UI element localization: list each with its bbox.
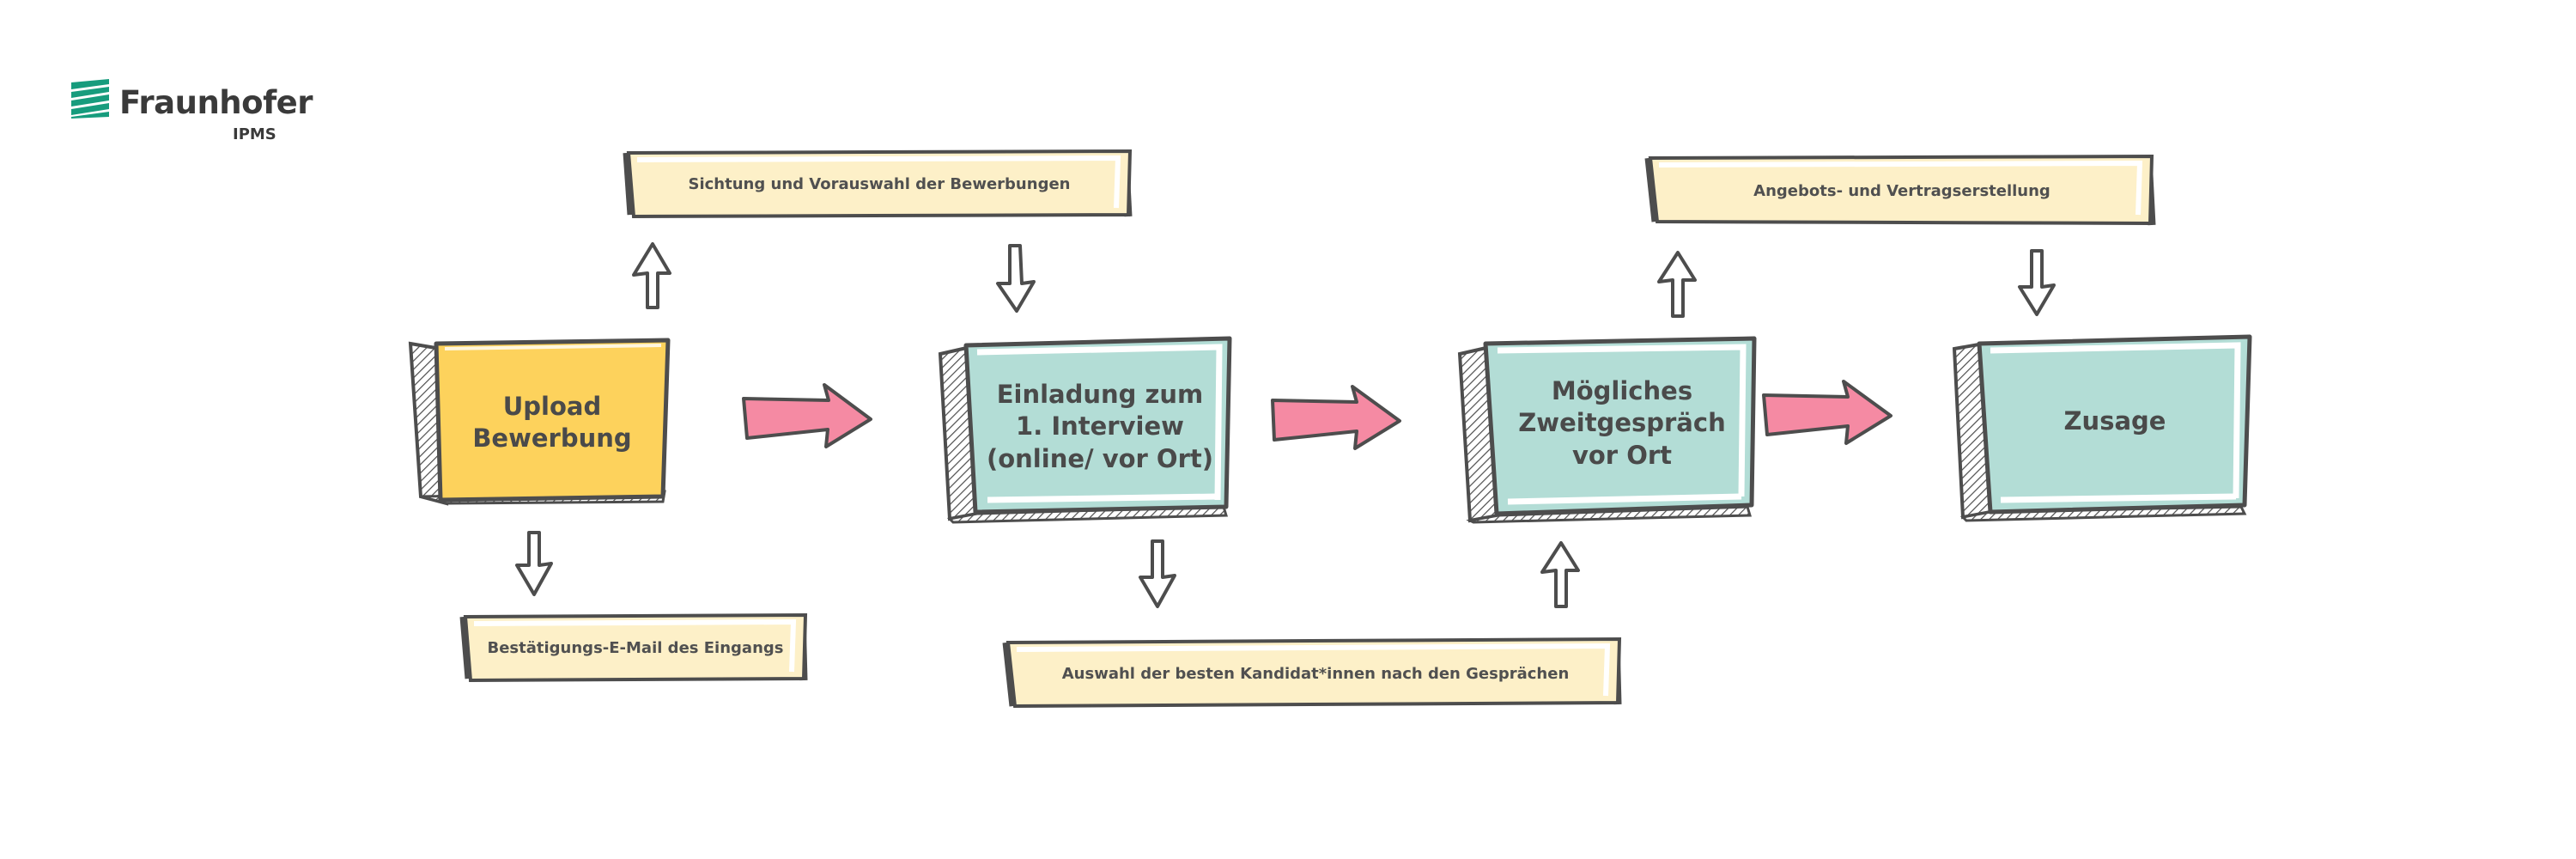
step-upload-line2: Bewerbung <box>472 423 632 453</box>
flow-arrow-1 <box>742 383 872 448</box>
fraunhofer-logo-icon <box>71 79 109 119</box>
arrow-down-zusage <box>2018 249 2056 316</box>
step-einladung-label: Einladung zum 1. Interview (online/ vor … <box>977 347 1223 507</box>
arrow-up-angebot <box>1657 251 1697 318</box>
step-einladung-line1: Einladung zum <box>996 380 1204 410</box>
step-zweitgespraech-box <box>1457 336 1757 524</box>
note-sichtung-label: Sichtung und Vorauswahl der Bewerbungen <box>688 174 1071 193</box>
step-zweitgespraech-label: Mögliches Zweitgespräch vor Ort <box>1498 344 1747 503</box>
note-auswahl-label: Auswahl der besten Kandidat*innen nach d… <box>1061 664 1570 683</box>
step-einladung-box <box>938 336 1232 524</box>
flow-arrow-2 <box>1271 385 1401 450</box>
step-zweitgespraech-line1: Mögliches <box>1551 376 1693 406</box>
arrow-down-auswahl <box>1139 539 1176 608</box>
arrow-down-einladung <box>996 244 1036 313</box>
arrow-up-zweitgespraech <box>1540 541 1580 608</box>
note-angebot-box <box>1644 154 2156 226</box>
step-einladung-line2: 1. Interview <box>1016 411 1184 442</box>
step-upload-label: Upload Bewerbung <box>440 347 665 498</box>
logo-sub: IPMS <box>233 125 276 143</box>
step-zweitgespraech-line2: Zweitgespräch <box>1518 408 1726 438</box>
arrow-down-bestaetigung <box>515 531 553 596</box>
note-angebot-label: Angebots- und Vertragserstellung <box>1753 181 2050 200</box>
step-zweitgespraech-face <box>1483 336 1757 516</box>
step-zusage-face <box>1977 334 2252 515</box>
step-upload-box <box>408 338 671 506</box>
note-sichtung-box <box>623 149 1133 219</box>
arrow-up-upload <box>632 242 671 309</box>
step-upload-face <box>434 338 671 503</box>
note-bestaetigung-box <box>459 612 808 683</box>
note-auswahl-box <box>1002 637 1622 709</box>
step-einladung-line3: (online/ vor Ort) <box>986 443 1213 473</box>
step-einladung-face <box>963 336 1232 515</box>
step-zusage-box <box>1952 334 2252 522</box>
step-zusage-label: Zusage <box>1990 342 2239 502</box>
step-zusage-line1: Zusage <box>2063 406 2166 436</box>
step-zweitgespraech-line3: vor Ort <box>1571 440 1673 470</box>
note-bestaetigung-label: Bestätigungs-E-Mail des Eingangs <box>487 638 784 657</box>
flow-arrow-3 <box>1762 380 1893 445</box>
step-upload-line1: Upload <box>502 391 602 421</box>
logo-name: Fraunhofer <box>119 84 313 121</box>
